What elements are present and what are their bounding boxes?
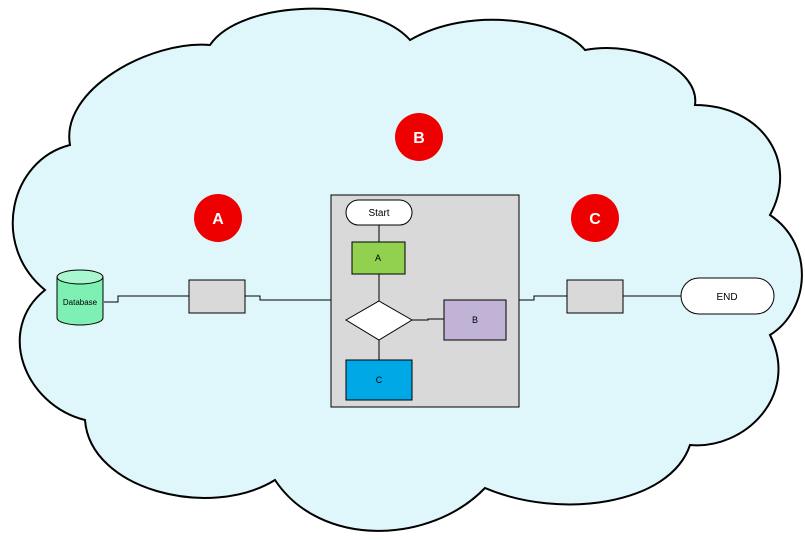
process-box-a [351,241,406,275]
cylinder-database-icon: Database [56,269,104,326]
end-label: END [716,292,737,303]
connector-db-to-box [104,295,189,303]
left-process-box [188,279,246,314]
process-box-c-label: C [376,375,383,385]
right-process-box [566,279,624,314]
badge-c: C [571,194,619,242]
start-label: Start [368,208,389,219]
end-terminator [680,277,775,315]
decision-diamond [345,300,413,341]
connector-flow-to-box [519,295,567,301]
badge-b: B [395,113,443,161]
badge-c-label: C [589,211,601,228]
process-box-b [443,299,507,341]
process-box-b-label: B [472,315,478,325]
badge-b-label: B [413,130,425,147]
badge-a-label: A [212,211,224,228]
flow-line-decision-to-b [412,318,444,321]
badge-a: A [194,194,242,242]
connector-box-to-flow [245,295,331,301]
process-box-c [345,359,413,401]
process-box-a-label: A [375,253,381,263]
database-label: Database [63,298,98,307]
start-terminator [345,199,413,226]
